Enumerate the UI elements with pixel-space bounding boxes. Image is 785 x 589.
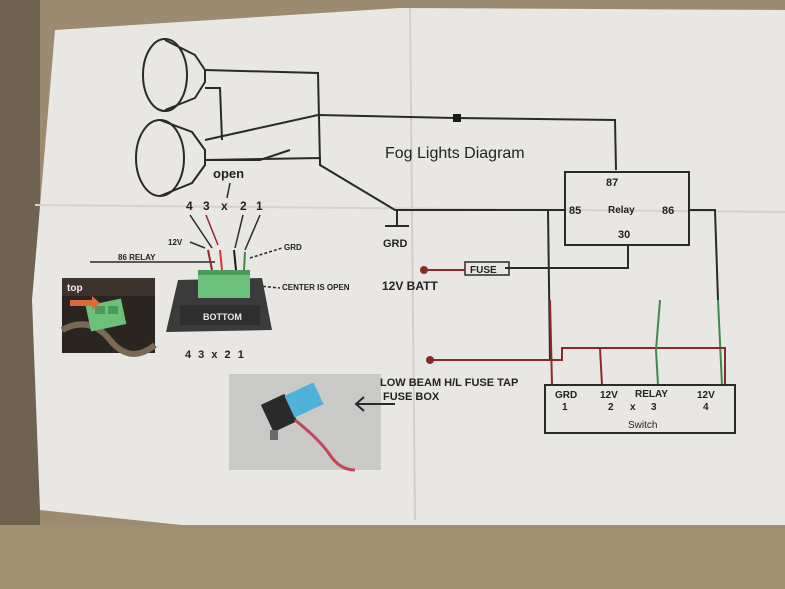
connector-pin-1: 1 [256, 199, 263, 213]
arrow-left-icon [354, 396, 395, 412]
switch-pin-2-label: 12V [600, 390, 618, 401]
battery-label: 12V BATT [382, 279, 438, 293]
connector-pin-2: 2 [240, 199, 247, 213]
wire-grd-label: GRD [284, 243, 302, 252]
paper-fold-vertical [409, 7, 416, 521]
connector-drawing [166, 249, 272, 332]
switch-pin-2-number: 2 [608, 402, 614, 413]
switch-name: Switch [628, 420, 657, 431]
ground-symbol-icon [385, 210, 409, 227]
center-open-label: CENTER IS OPEN [282, 283, 350, 292]
connector-photo [60, 278, 157, 357]
paper-sheet [32, 8, 785, 589]
wire-86-relay-label: 86 RELAY [118, 253, 156, 262]
diagram-title: Fog Lights Diagram [385, 145, 525, 162]
switch-pin-4-number: 4 [703, 402, 709, 413]
connector-pin-3: 3 [203, 199, 210, 213]
fuse-tap-photo [229, 374, 381, 472]
ground-label: GRD [383, 238, 408, 250]
switch-pin-4-label: 12V [697, 390, 715, 401]
switch-pin-1-number: 1 [562, 402, 568, 413]
fuse-tap-label: LOW BEAM H/L FUSE TAP [380, 377, 518, 389]
table-bottom [0, 525, 785, 589]
paper-fold-horizontal [34, 204, 785, 213]
switch-box [544, 384, 736, 434]
switch-pin-1-label: GRD [555, 390, 577, 401]
fog-lamp-icon [142, 38, 206, 112]
switch-pin-3-label: RELAY [635, 389, 668, 400]
photo-top-label: top [67, 283, 83, 294]
fuse-tap-terminal [426, 356, 434, 364]
battery-terminal [420, 266, 428, 274]
relay-pin-85: 85 [569, 205, 581, 217]
connector-pin-4: 4 [186, 199, 193, 213]
fuse-label: FUSE [470, 265, 497, 276]
fog-lamp-icon [135, 119, 206, 197]
switch-x-label: x [630, 402, 636, 413]
fuse-box-label: FUSE BOX [383, 391, 440, 403]
fuse-box [464, 261, 510, 276]
connector-wires [90, 214, 283, 289]
switch-pin-3-number: 3 [651, 402, 657, 413]
relay-name: Relay [608, 205, 635, 216]
relay-pin-87: 87 [606, 177, 618, 189]
open-pointer [226, 182, 231, 199]
bottom-label: BOTTOM [203, 312, 242, 322]
pin-order-caption: 4 3 x 2 1 [185, 349, 246, 361]
relay-pin-30: 30 [618, 229, 630, 241]
connector-pin-x: x [221, 199, 228, 213]
wire-splice [453, 114, 461, 122]
open-label: open [213, 166, 244, 181]
wire-12v-label: 12V [168, 238, 183, 247]
relay-wiring [430, 209, 726, 386]
relay-pin-86: 86 [662, 205, 674, 217]
